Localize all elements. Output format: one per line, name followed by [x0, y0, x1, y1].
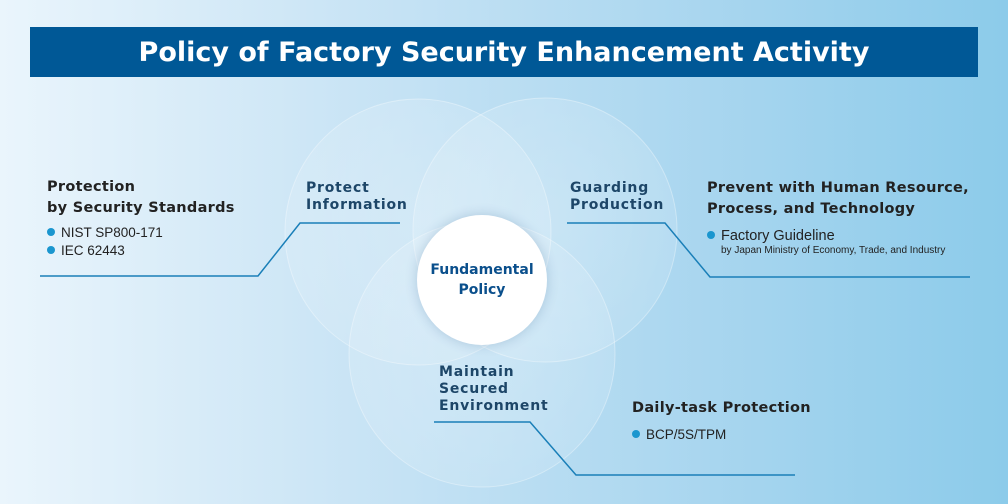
list-item-note: by Japan Ministry of Economy, Trade, and…	[721, 245, 946, 256]
center-line1: Fundamental	[430, 262, 534, 278]
list-item: NIST SP800-171	[47, 224, 235, 242]
center-line2: Policy	[458, 282, 506, 298]
callout-heading: Protection	[47, 179, 136, 195]
callout-left: Protection by Security Standards NIST SP…	[47, 177, 235, 260]
list-item: Factory Guideline	[707, 227, 969, 245]
callout-heading: Prevent with Human Resource,	[707, 180, 969, 196]
connector-right	[567, 222, 970, 278]
list-item: IEC 62443	[47, 242, 235, 260]
callout-heading: Process, and Technology	[707, 201, 916, 217]
callout-heading: Daily-task Protection	[632, 400, 811, 416]
list-item: BCP/5S/TPM	[632, 426, 811, 444]
connector-bottom	[434, 421, 795, 476]
callout-right: Prevent with Human Resource, Process, an…	[707, 178, 969, 256]
callout-heading: by Security Standards	[47, 200, 235, 216]
callout-bottom: Daily-task Protection BCP/5S/TPM	[632, 398, 811, 444]
connector-left	[40, 222, 400, 277]
page-title: Policy of Factory Security Enhancement A…	[30, 27, 978, 77]
